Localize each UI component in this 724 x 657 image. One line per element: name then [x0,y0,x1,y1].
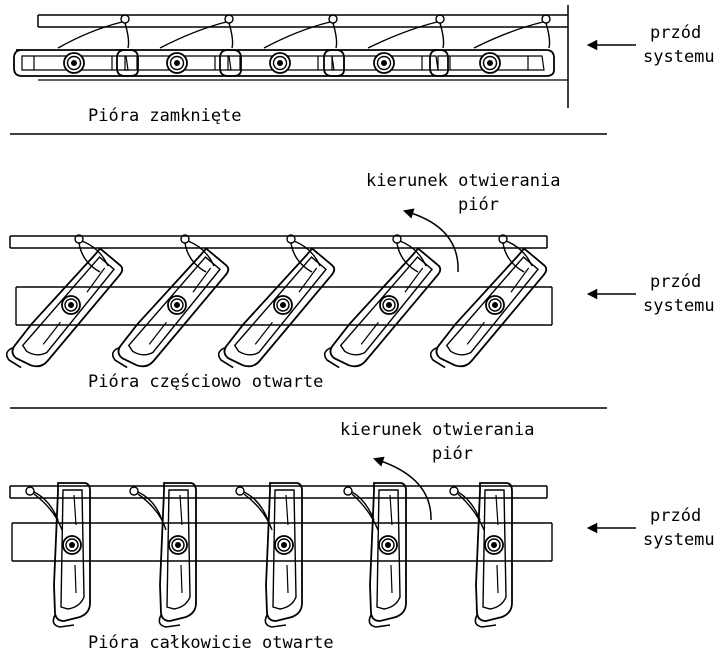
pivot-links [25,486,485,531]
caption-partially-open: Pióra częściowo otwarte [88,372,323,392]
direction-label-line2: piór [432,444,473,464]
front-indicator: przód systemu [586,506,715,550]
blade [116,49,242,77]
front-label-line1: przód [650,506,701,526]
blades-closed [13,49,555,77]
rail-top [9,485,548,499]
blades-partial [3,244,550,381]
blade [427,244,550,381]
blade [109,244,232,381]
front-label-line2: systemu [643,530,715,550]
direction-label-line2: piór [458,195,499,215]
front-label-line1: przód [650,23,701,43]
front-label-line1: przód [650,272,701,292]
panel-partially-open: kierunek otwierania piór Pióra częściowo… [3,171,715,392]
blade [474,482,513,628]
rail-bottom [11,522,553,562]
pivot-links [57,14,551,49]
opening-direction: kierunek otwierania piór [340,420,534,521]
panel-fully-open: kierunek otwierania piór Pióra całkowici… [9,420,715,653]
caption-closed: Pióra zamknięte [88,106,242,126]
direction-label-line1: kierunek otwierania [366,171,560,191]
rail-bottom [15,286,553,326]
blade [264,482,303,628]
caption-fully-open: Pióra całkowicie otwarte [88,633,334,653]
pivot-links [74,234,533,273]
panel-closed: Pióra zamknięte przód systemu [13,5,715,126]
direction-label-line1: kierunek otwierania [340,420,534,440]
blade [321,244,444,381]
blade [52,482,91,628]
blade [3,244,126,381]
blade [368,482,407,628]
blade [158,482,197,628]
blade [215,244,338,381]
blade [13,49,139,77]
blades-open [52,482,513,628]
front-label-line2: systemu [643,47,715,67]
front-label-line2: systemu [643,296,715,316]
front-indicator: przód systemu [586,23,715,67]
rail-top [9,235,548,249]
front-indicator: przód systemu [586,272,715,316]
opening-direction: kierunek otwierania piór [366,171,560,273]
